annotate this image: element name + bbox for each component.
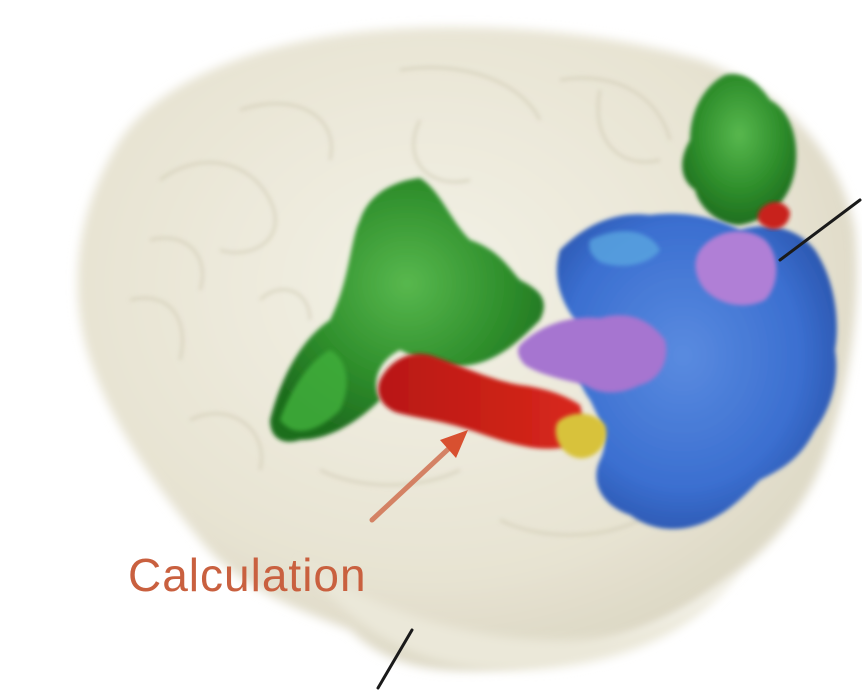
calculation-label: Calculation — [128, 552, 367, 598]
